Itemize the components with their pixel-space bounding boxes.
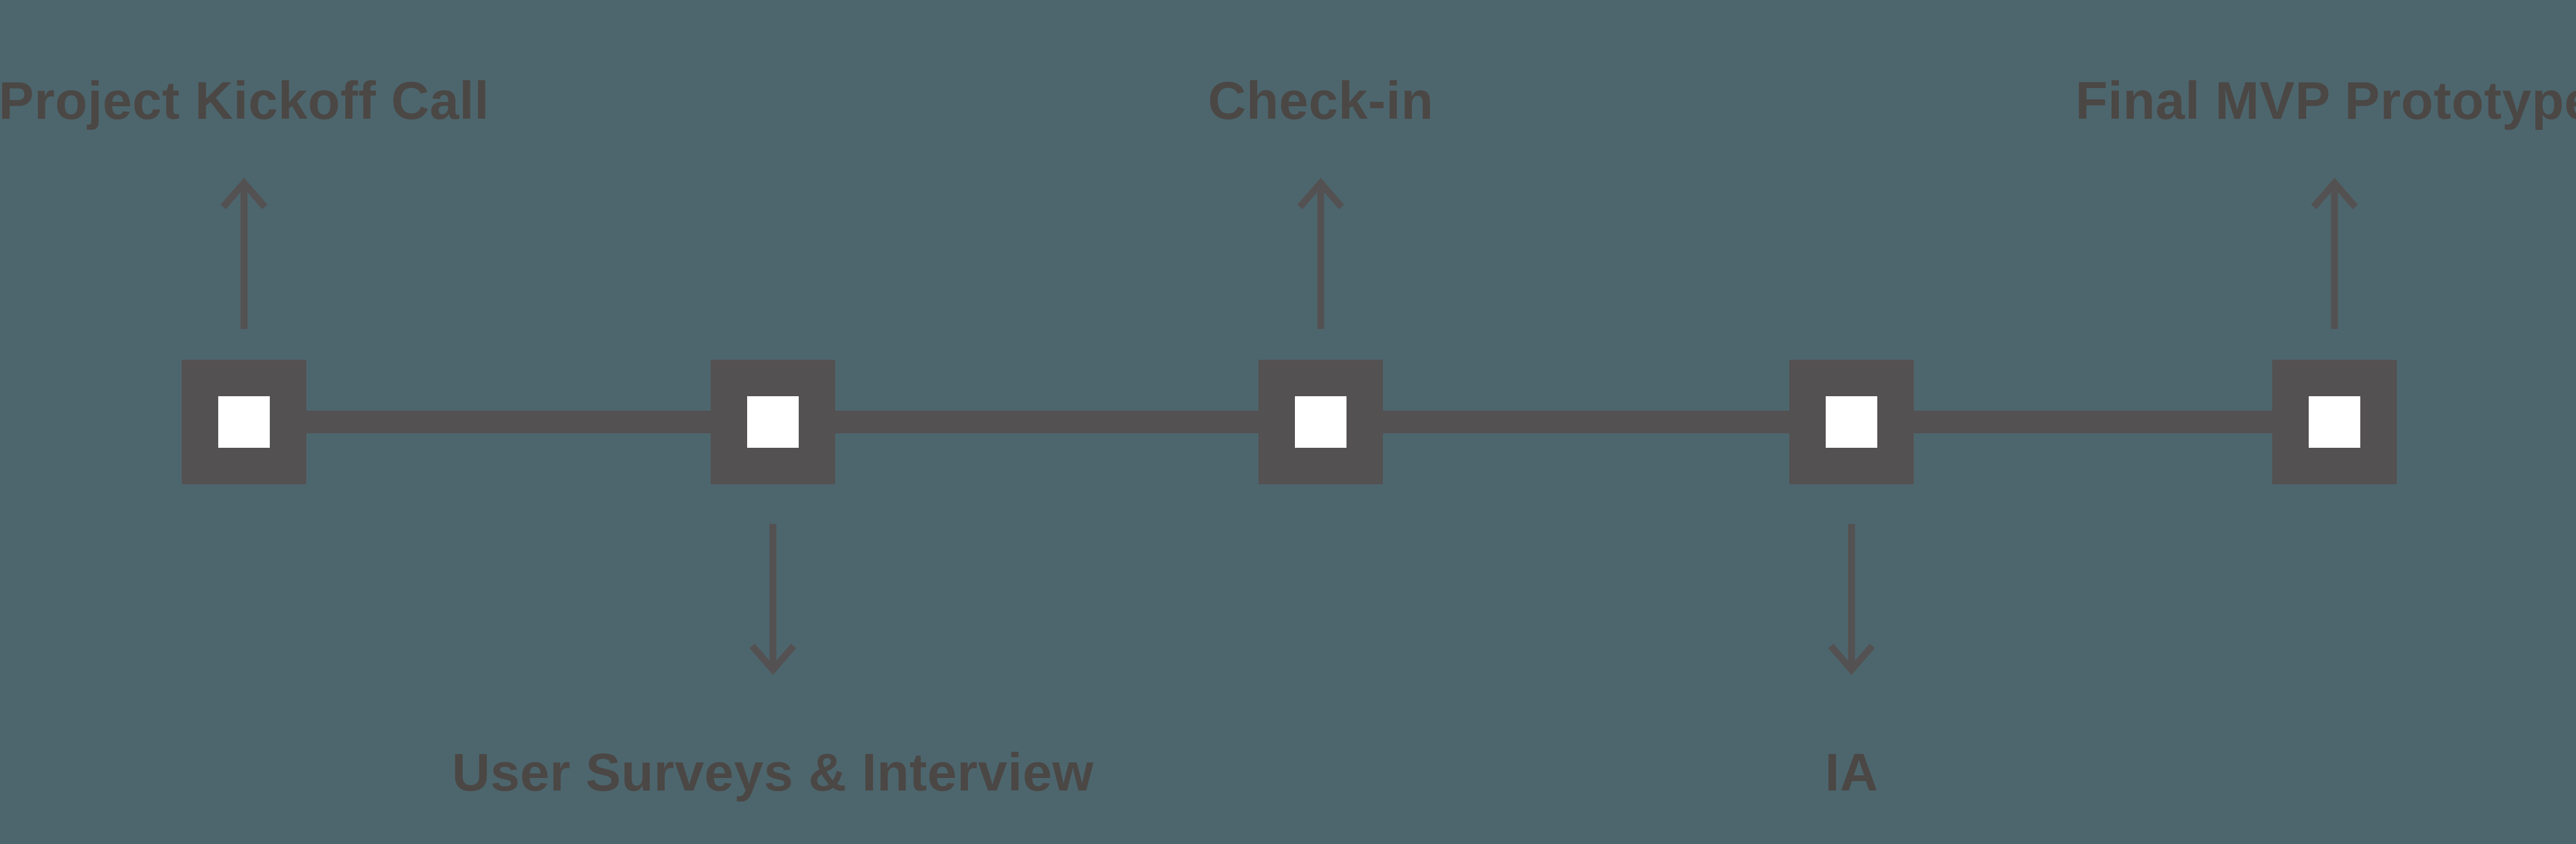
- milestone-label-user-surveys-interview: User Surveys & Interview: [452, 743, 1094, 802]
- arrow-up-icon: [1297, 178, 1345, 329]
- milestone-label-project-kickoff-call: Project Kickoff Call: [0, 71, 489, 130]
- timeline-line: [243, 411, 2335, 433]
- milestone-label-ia: IA: [1824, 743, 1879, 802]
- arrow-down-icon: [1828, 524, 1875, 675]
- arrow-down-icon: [749, 524, 796, 675]
- arrow-up-icon: [220, 178, 268, 329]
- milestone-label-check-in: Check-in: [1208, 71, 1434, 130]
- milestone-label-final-mvp-prototype: Final MVP Prototype: [2075, 71, 2576, 130]
- arrow-up-icon: [2311, 178, 2358, 329]
